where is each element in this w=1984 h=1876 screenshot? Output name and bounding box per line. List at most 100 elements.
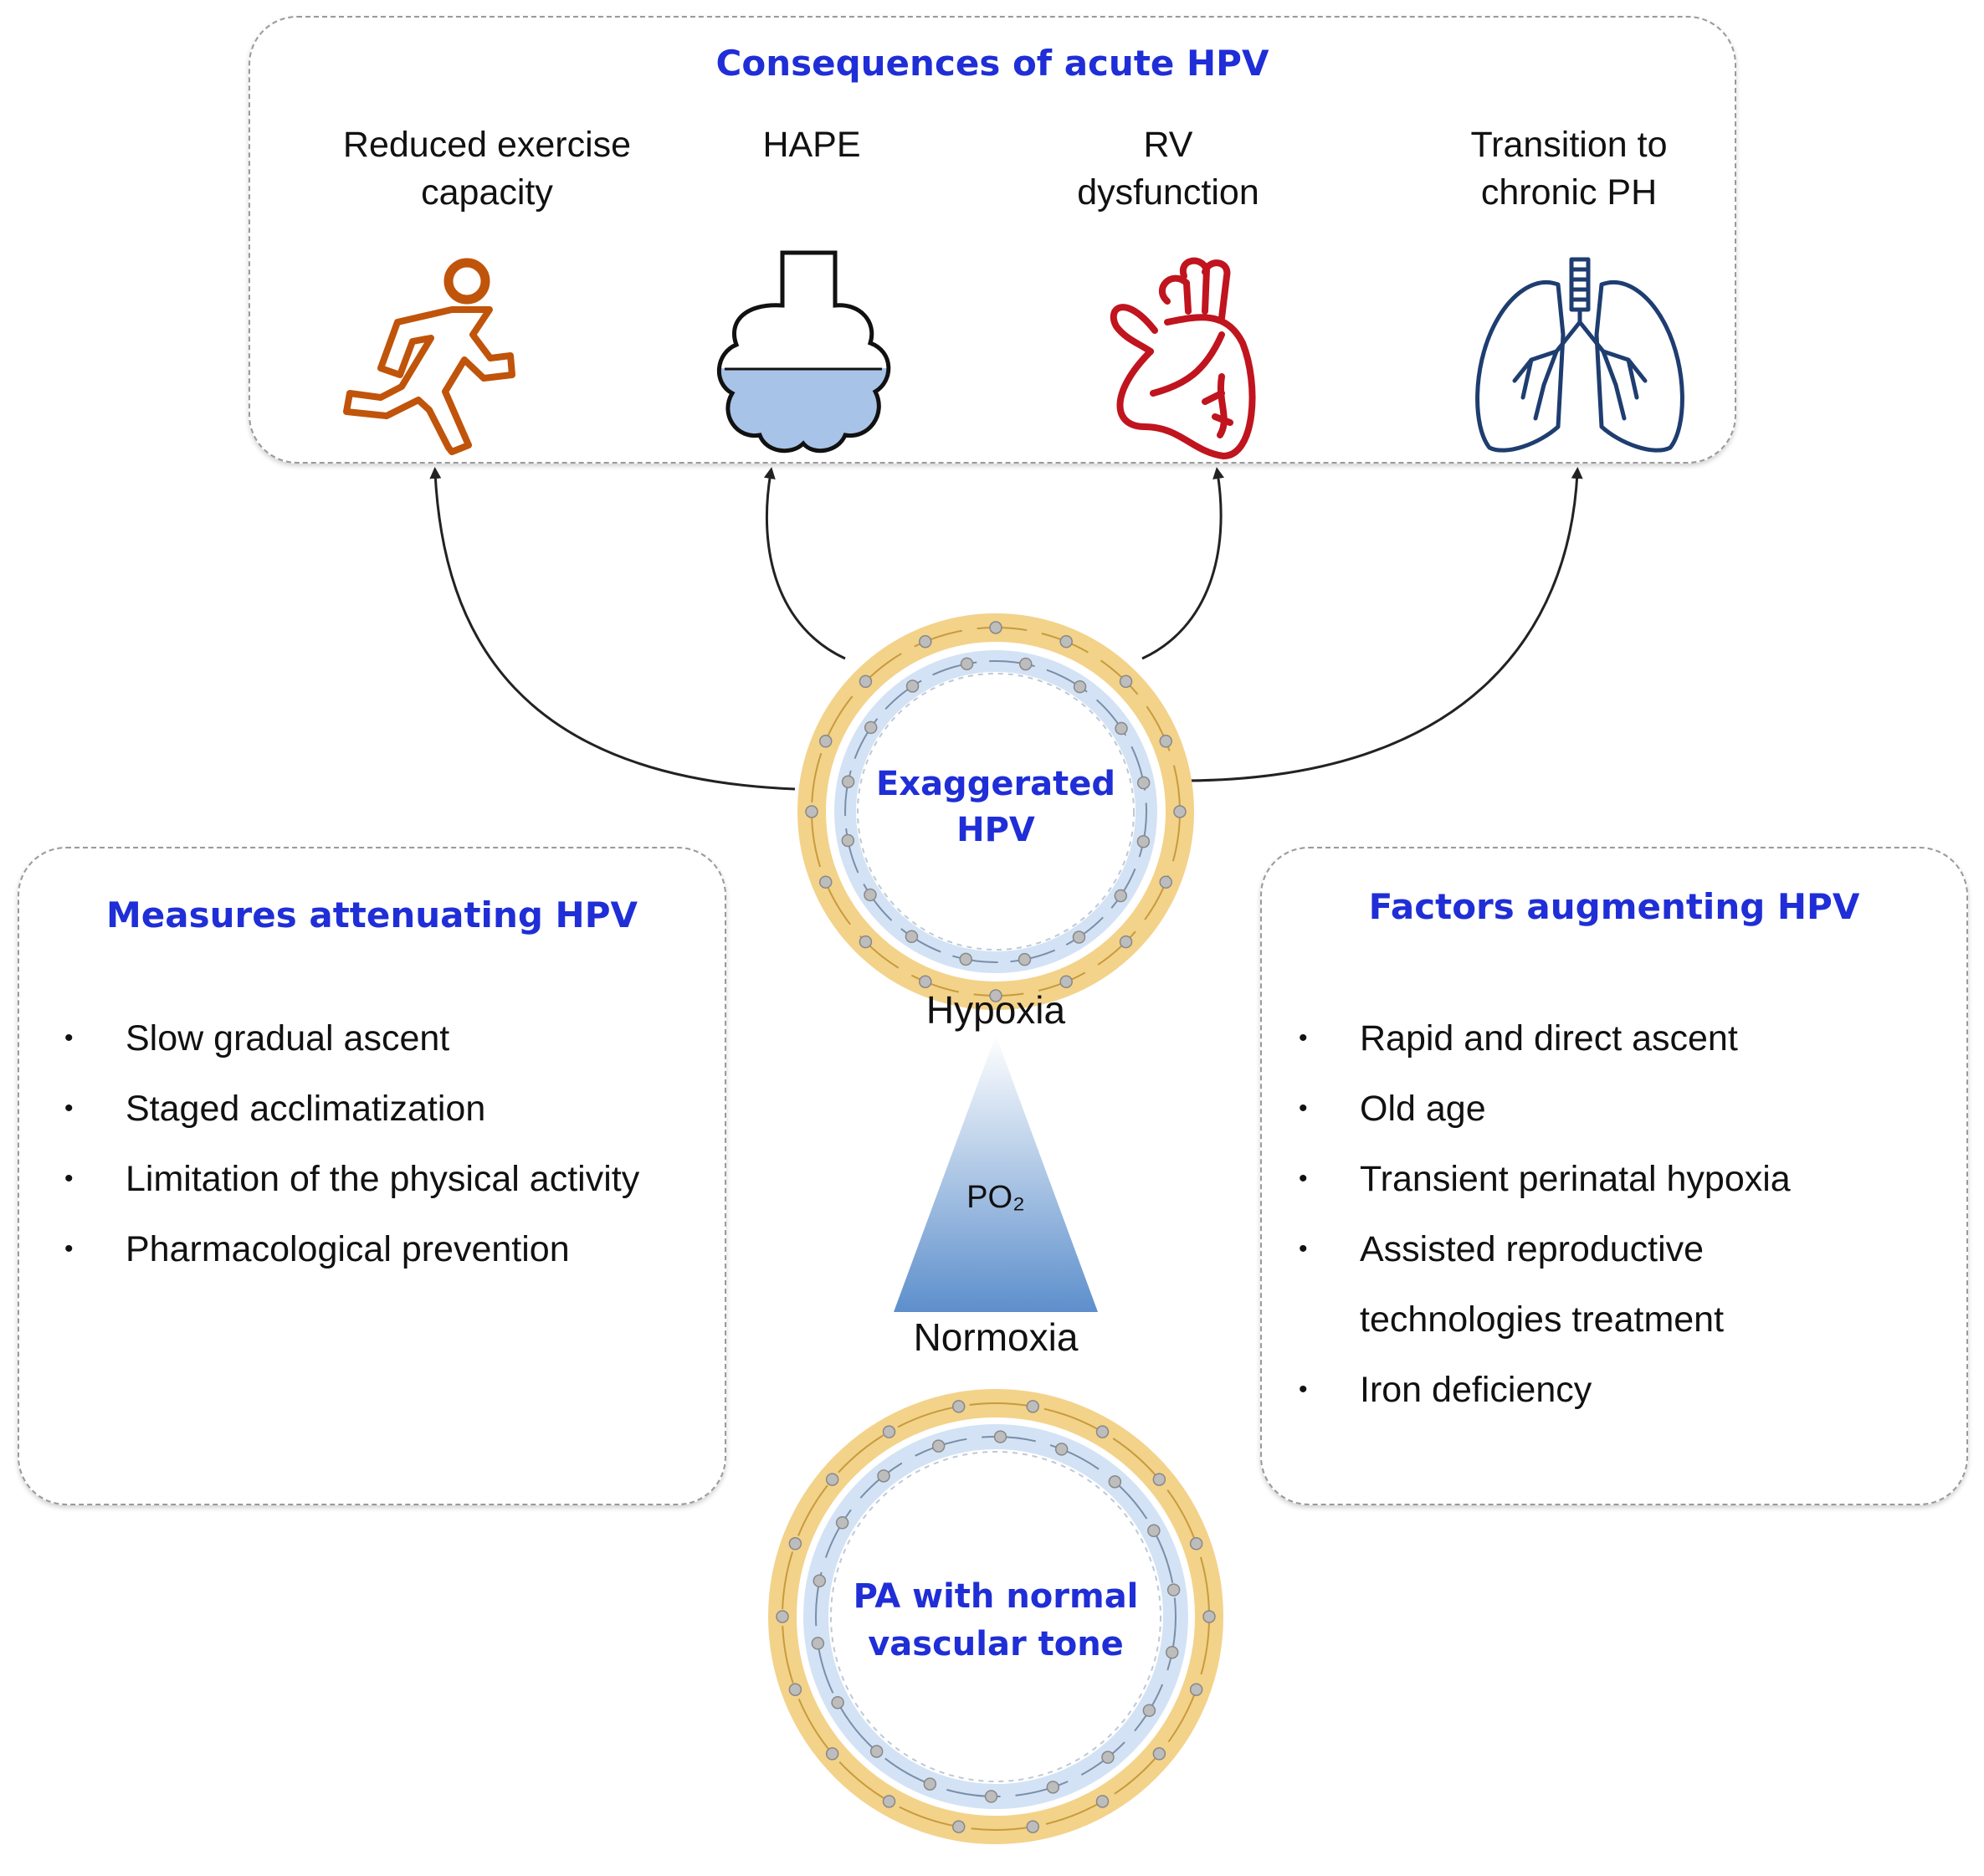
cell-nucleus	[859, 935, 873, 949]
cell-nucleus	[788, 1683, 802, 1696]
arrow-to-exercise	[429, 467, 796, 791]
cell-nucleus	[1026, 1400, 1040, 1413]
cell-nucleus	[864, 888, 877, 902]
list-item: •Rapid and direct ascent	[1299, 1018, 1738, 1058]
cell-nucleus	[1108, 1475, 1122, 1489]
cell-nucleus	[1046, 1781, 1060, 1794]
factors-panel: Factors augmenting HPV •Rapid and direct…	[1260, 847, 1968, 1505]
cell-nucleus	[825, 1747, 839, 1761]
cell-nucleus	[1019, 657, 1033, 671]
cell-nucleus	[1189, 1537, 1203, 1551]
cell-nucleus	[1119, 935, 1133, 949]
cell-nucleus	[1152, 1747, 1166, 1761]
cell-nucleus	[818, 875, 833, 889]
cell-nucleus	[825, 1473, 839, 1486]
cell-nucleus	[805, 805, 818, 818]
cell-nucleus	[960, 657, 974, 671]
list-item: •Pharmacological prevention	[64, 1229, 570, 1269]
consequence-label-chronic-ph: Transition to chronic PH	[1470, 125, 1668, 213]
measures-title: Measures attenuating HPV	[106, 894, 638, 935]
po2-label: PO₂	[966, 1180, 1025, 1215]
cell-nucleus	[869, 1745, 884, 1758]
cell-nucleus	[919, 634, 932, 648]
cell-nucleus	[864, 720, 878, 735]
cell-nucleus	[1152, 1473, 1166, 1486]
consequences-panel: Consequences of acute HPV	[249, 16, 1736, 464]
list-item: •Limitation of the physical activity	[64, 1159, 640, 1199]
cell-nucleus	[835, 1516, 849, 1530]
hypoxia-label: Hypoxia	[925, 988, 1066, 1032]
consequence-label-hape: HAPE	[762, 125, 861, 165]
normal-pa-vessel	[768, 1389, 1223, 1844]
list-item: •Old age	[1299, 1089, 1486, 1129]
cell-nucleus	[841, 833, 855, 848]
arrow-to-chronic-ph	[1187, 467, 1583, 782]
running-person-icon	[343, 258, 515, 455]
cell-nucleus	[1136, 776, 1151, 790]
cell-nucleus	[882, 1425, 896, 1438]
exaggerated-hpv-label: Exaggerated HPV	[875, 765, 1116, 849]
list-item: •Transient perinatal hypoxia	[1299, 1159, 1791, 1199]
consequence-label-rv: RV dysfunction	[1077, 125, 1259, 213]
cell-nucleus	[1059, 634, 1073, 648]
cell-nucleus	[959, 952, 972, 966]
cell-nucleus	[1189, 1683, 1203, 1696]
cell-nucleus	[1159, 735, 1173, 748]
cell-nucleus	[859, 674, 873, 689]
cell-nucleus	[1202, 1610, 1216, 1623]
cell-nucleus	[813, 1574, 827, 1588]
cell-nucleus	[905, 679, 920, 693]
measures-panel: Measures attenuating HPV •Slow gradual a…	[18, 847, 726, 1505]
arrows	[429, 467, 1583, 791]
cell-nucleus	[776, 1610, 789, 1623]
cell-nucleus	[1173, 805, 1187, 818]
cell-nucleus	[1073, 679, 1087, 694]
cell-nucleus	[1095, 1425, 1110, 1438]
cell-nucleus	[818, 735, 833, 748]
measures-list: •Slow gradual ascent •Staged acclimatiza…	[44, 1003, 639, 1284]
arrow-to-hape	[763, 467, 846, 660]
normal-pa-label: PA with normal vascular tone	[853, 1577, 1139, 1663]
cell-nucleus	[1119, 674, 1133, 689]
cell-nucleus	[877, 1469, 890, 1483]
list-item: •Assisted reproductive technologies trea…	[1299, 1229, 1725, 1340]
flooded-alveolus-icon	[717, 250, 891, 454]
lungs-icon	[1475, 257, 1684, 453]
cell-nucleus	[905, 930, 919, 944]
cell-nucleus	[951, 1400, 966, 1413]
cell-nucleus	[788, 1537, 802, 1551]
cell-nucleus	[1159, 875, 1173, 889]
cell-nucleus	[1166, 1583, 1181, 1597]
list-item: •Slow gradual ascent	[64, 1018, 450, 1058]
consequence-label-exercise: Reduced exercise capacity	[342, 125, 632, 213]
cell-nucleus	[989, 989, 1002, 1002]
cell-nucleus	[1072, 930, 1086, 944]
cell-nucleus	[993, 1430, 1007, 1443]
list-item: •Staged acclimatization	[64, 1089, 486, 1129]
cell-nucleus	[1147, 1524, 1161, 1538]
cell-nucleus	[1059, 975, 1073, 989]
cell-nucleus	[882, 1795, 896, 1808]
consequences-title: Consequences of acute HPV	[715, 43, 1269, 84]
cell-nucleus	[1101, 1750, 1115, 1764]
normoxia-label: Normoxia	[913, 1315, 1079, 1359]
po2-gradient-triangle	[894, 1035, 1098, 1312]
cell-nucleus	[984, 1790, 998, 1803]
cell-nucleus	[831, 1695, 844, 1709]
cell-nucleus	[989, 621, 1002, 634]
cell-nucleus	[1054, 1443, 1069, 1456]
cell-nucleus	[841, 775, 855, 788]
heart-icon	[1110, 257, 1256, 459]
arrow-to-rv	[1141, 467, 1225, 660]
factors-title: Factors augmenting HPV	[1368, 886, 1860, 927]
cell-nucleus	[1026, 1820, 1040, 1833]
cell-nucleus	[931, 1439, 946, 1453]
cell-nucleus	[811, 1637, 825, 1650]
cell-nucleus	[919, 975, 932, 989]
cell-nucleus	[951, 1820, 966, 1833]
exaggerated-hpv-vessel	[797, 613, 1194, 1010]
cell-nucleus	[1142, 1704, 1156, 1717]
cell-nucleus	[1018, 952, 1032, 966]
cell-nucleus	[1115, 721, 1128, 736]
